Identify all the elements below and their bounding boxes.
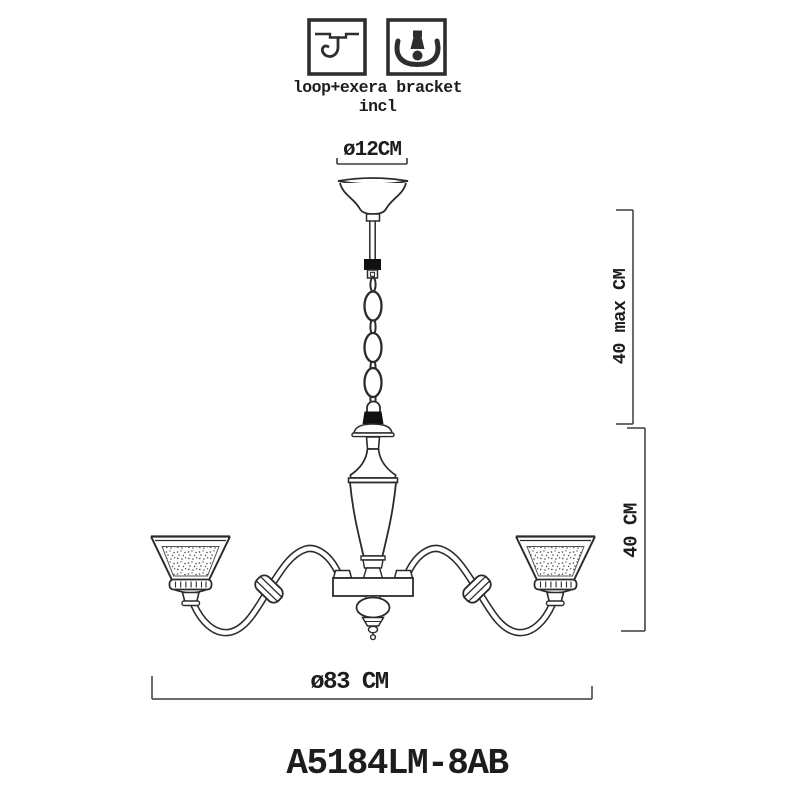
suspension-rod bbox=[369, 221, 376, 259]
fixture-height-label: 40 CM bbox=[620, 503, 643, 558]
canopy-diameter-label: ø12CM bbox=[342, 139, 402, 162]
fixture-diameter-dimension bbox=[151, 676, 593, 700]
chain-length-label: 40 max CM bbox=[610, 268, 631, 365]
mounting-bracket-icon bbox=[386, 18, 447, 76]
left-shade bbox=[150, 535, 231, 607]
bottom-finial bbox=[355, 595, 391, 641]
model-number: A5184LM-8AB bbox=[286, 743, 509, 784]
suspension-chain bbox=[363, 276, 383, 407]
fixture-height-dimension bbox=[621, 427, 646, 632]
chain-bottom-connector bbox=[362, 400, 384, 424]
fixture-diameter-label: ø83 CM bbox=[310, 669, 389, 696]
center-column bbox=[347, 423, 399, 579]
ceiling-hook-icon bbox=[307, 18, 367, 76]
icons-caption-line2: incl bbox=[358, 97, 397, 116]
center-hub bbox=[332, 577, 414, 597]
chain-top-connector bbox=[364, 259, 381, 279]
chain-length-dimension bbox=[616, 209, 634, 425]
left-arm-wrap bbox=[254, 574, 284, 604]
ceiling-canopy bbox=[337, 177, 409, 222]
right-shade bbox=[515, 535, 596, 607]
icons-caption-line1: loop+exera bracket bbox=[292, 78, 463, 97]
right-arm-wrap bbox=[462, 574, 492, 604]
canopy-diameter-dimension bbox=[336, 158, 408, 165]
